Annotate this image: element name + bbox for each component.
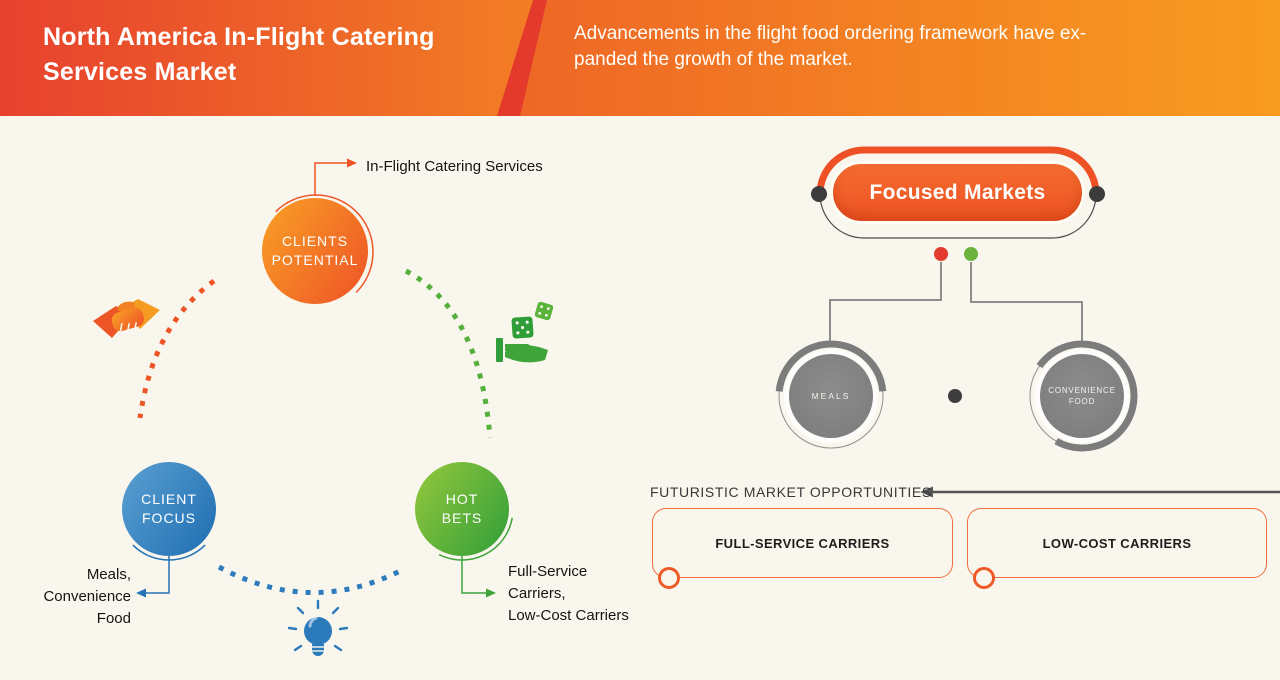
opportunity-box-low-cost-carriers: LOW-COST CARRIERS — [967, 508, 1267, 589]
opportunity-box-label: FULL-SERVICE CARRIERS — [715, 535, 890, 551]
node-clients-potential: CLIENTS POTENTIAL — [262, 198, 368, 304]
handshake-icon — [93, 299, 160, 338]
page-title: North America In-Flight Catering Service… — [43, 20, 435, 90]
callout-line: In-Flight Catering Services — [366, 158, 543, 175]
node-label-line: CLIENTS — [281, 233, 349, 249]
box-corner-ring-icon — [658, 567, 680, 589]
dice-hand-icon — [496, 301, 554, 363]
arc-clients-potential — [258, 194, 374, 310]
node-label-line: HOT — [445, 491, 479, 507]
header-subtitle-line: Advancements in the flight food ordering… — [574, 23, 1087, 44]
connector-hot-bets — [461, 556, 487, 594]
pill-anchor-dot-right — [1089, 186, 1105, 202]
arrowhead-hot-bets — [486, 588, 496, 598]
arrowhead-clients-potential — [347, 158, 357, 168]
dotted-arc-blue — [217, 564, 402, 596]
node-label-line: FOCUS — [142, 510, 196, 526]
tree-line-right — [970, 262, 1083, 342]
header-subtitle-line: panded the growth of the market. — [574, 49, 853, 70]
pill-ring-top — [816, 146, 1100, 198]
callout-line: Convenience — [43, 588, 131, 605]
callout-meals-convenience-food: Meals, Convenience Food — [18, 564, 131, 630]
arrowhead-client-focus — [136, 588, 146, 598]
page-title-line: North America In-Flight Catering — [43, 23, 435, 51]
segment-label-line: MEALS — [811, 391, 851, 401]
segment-convenience-food: CONVENIENCE FOOD — [1040, 354, 1124, 438]
legend-dot-green — [964, 247, 978, 261]
box-corner-ring-icon — [973, 567, 995, 589]
node-client-focus: CLIENT FOCUS — [122, 462, 216, 556]
node-hot-bets: HOT BETS — [415, 462, 509, 556]
callout-line: Low-Cost Carriers — [508, 607, 629, 624]
opportunity-box-label: LOW-COST CARRIERS — [1042, 535, 1192, 551]
segment-label-line: FOOD — [1068, 397, 1096, 406]
tree-line-left — [829, 262, 942, 342]
node-label-line: BETS — [441, 510, 483, 526]
header-right-panel — [520, 0, 1280, 116]
callout-line: Full-Service — [508, 563, 588, 580]
callout-line: Meals, — [86, 566, 131, 583]
connector-clients-potential — [314, 162, 348, 196]
arc-hot-bets — [410, 457, 514, 561]
node-label-line: CLIENT — [141, 491, 197, 507]
callout-carriers: Full-Service Carriers, Low-Cost Carriers — [508, 561, 629, 627]
segment-label-line: CONVENIENCE — [1048, 386, 1116, 395]
heading-arrowhead — [920, 486, 933, 498]
dotted-arc-orange — [137, 278, 216, 419]
opportunity-box-full-service-carriers: FULL-SERVICE CARRIERS — [652, 508, 953, 589]
legend-dot-red — [934, 247, 948, 261]
pill-anchor-dot-left — [811, 186, 827, 202]
segment-meals: MEALS — [789, 354, 873, 438]
arc-client-focus — [117, 457, 221, 561]
thick-arc-convenience-food — [1026, 340, 1138, 452]
thick-arc-meals — [775, 340, 887, 452]
pill-ring-bottom — [819, 193, 1097, 239]
focused-markets-pill: Focused Markets — [830, 161, 1085, 224]
header-banner: North America In-Flight Catering Service… — [0, 0, 1280, 116]
center-dot — [948, 389, 962, 403]
callout-line: Carriers, — [508, 585, 566, 602]
callout-inflight-catering-services: In-Flight Catering Services — [366, 156, 543, 178]
dotted-arc-green — [404, 268, 493, 439]
opportunities-heading: FUTURISTIC MARKET OPPORTUNITIES — [650, 484, 932, 500]
focused-markets-label: Focused Markets — [869, 180, 1046, 204]
callout-line: Food — [96, 610, 131, 627]
node-label-line: POTENTIAL — [271, 252, 359, 268]
header-subtitle: Advancements in the flight food ordering… — [574, 21, 1086, 73]
lightbulb-icon — [287, 599, 349, 656]
connector-client-focus — [145, 556, 170, 594]
page-title-line: Services Market — [43, 58, 237, 86]
